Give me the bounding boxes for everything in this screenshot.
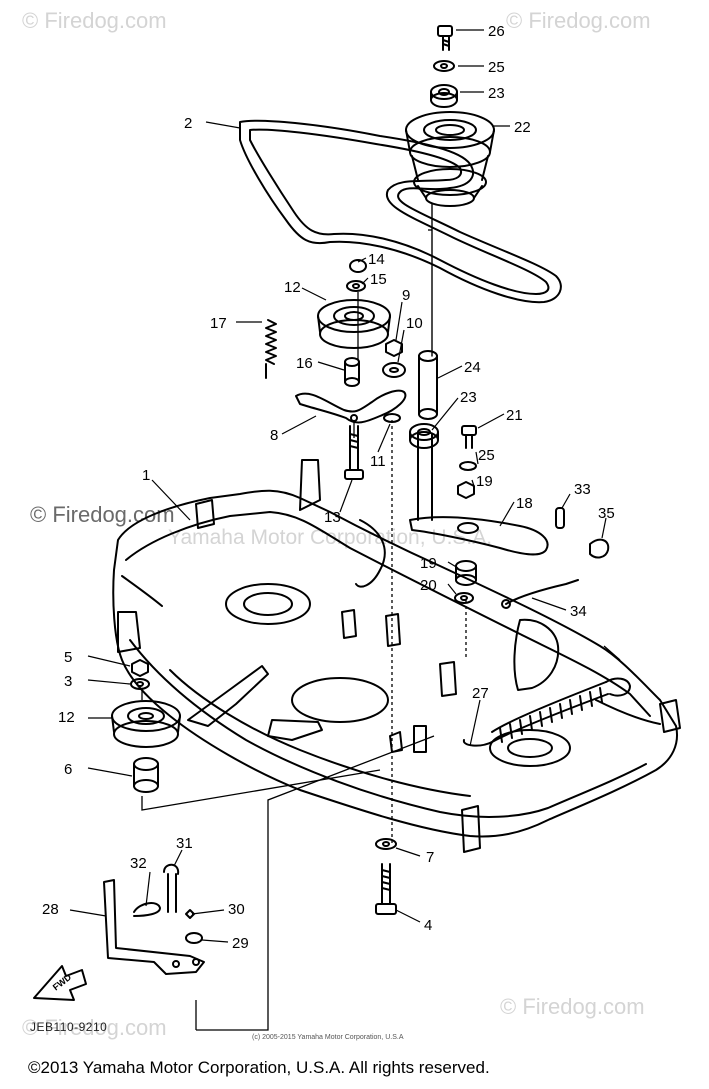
small-copyright: (c) 2005-2015 Yamaha Motor Corporation, …: [252, 1034, 404, 1041]
callout-22: 22: [514, 119, 531, 136]
callout-15: 15: [370, 271, 387, 288]
idler-pulley-upper: [317, 299, 391, 349]
callout-32: 32: [130, 855, 147, 872]
watermark-top-left: © Firedog.com: [22, 8, 167, 33]
callout-19-lower: 19: [420, 555, 437, 572]
callout-35: 35: [598, 505, 615, 522]
mower-deck: [112, 459, 681, 853]
top-bearing: [430, 84, 458, 108]
callout-4: 4: [424, 917, 432, 934]
arm-18: [409, 433, 549, 556]
callout-13: 13: [324, 509, 341, 526]
callout-23: 23: [488, 85, 505, 102]
spring-27: [462, 677, 631, 747]
v-belt: [239, 119, 562, 304]
callout-12-lower: 12: [58, 709, 75, 726]
fwd-arrow: [33, 965, 87, 1001]
callout-29: 29: [232, 935, 249, 952]
nut-5: [131, 659, 149, 677]
callout-1: 1: [142, 467, 150, 484]
spacer-6: [133, 757, 159, 793]
nut-19-lower: [455, 560, 477, 586]
top-pulley: [405, 111, 495, 207]
callout-28: 28: [42, 901, 59, 918]
callout-34: 34: [570, 603, 587, 620]
drawing-reference: JEB110-9210: [30, 1020, 108, 1034]
callout-7: 7: [426, 849, 434, 866]
watermark-mid-overlay: Yamaha Motor Corporation, U.S.A.: [168, 526, 493, 549]
callout-8: 8: [270, 427, 278, 444]
bolt-4: [375, 863, 397, 915]
spring-17: [265, 319, 277, 379]
watermark-bottom-right: © Firedog.com: [500, 994, 645, 1019]
callout-16: 16: [296, 355, 313, 372]
top-washer: [433, 60, 455, 72]
callout-20: 20: [420, 577, 437, 594]
idler-pulley-lower: [111, 700, 181, 748]
shaft-24: [418, 350, 438, 420]
callout-11: 11: [370, 453, 386, 470]
callout-25-lower: 25: [478, 447, 495, 464]
watermark-bottom-left: © Firedog.com: [22, 1015, 167, 1040]
spacer-16: [344, 357, 360, 387]
watermark-top-right: © Firedog.com: [506, 8, 651, 33]
callout-17: 17: [210, 315, 227, 332]
callout-2: 2: [184, 115, 192, 132]
callout-31: 31: [176, 835, 193, 852]
callout-30: 30: [228, 901, 245, 918]
callout-24: 24: [464, 359, 481, 376]
bolt-13: [344, 425, 364, 480]
top-bolt: [437, 25, 453, 51]
callout-6: 6: [64, 761, 72, 778]
callout-25: 25: [488, 59, 505, 76]
watermark-mid-left: © Firedog.com: [30, 502, 175, 527]
callout-19: 19: [476, 473, 493, 490]
callout-10: 10: [406, 315, 423, 332]
callout-12-upper: 12: [284, 279, 301, 296]
footer-copyright: ©2013 Yamaha Motor Corporation, U.S.A. A…: [28, 1058, 490, 1077]
callout-33: 33: [574, 481, 591, 498]
callout-26: 26: [488, 23, 505, 40]
lever-28: [103, 879, 205, 975]
callout-5: 5: [64, 649, 72, 666]
callout-21: 21: [506, 407, 523, 424]
callout-3: 3: [64, 673, 72, 690]
callout-23-lower: 23: [460, 389, 477, 406]
callout-27: 27: [472, 685, 489, 702]
bolt-21: [461, 425, 477, 449]
callout-14: 14: [368, 251, 385, 268]
callout-18: 18: [516, 495, 533, 512]
pin-31: [163, 863, 180, 913]
callout-9: 9: [402, 287, 410, 304]
bearing-23-lower: [409, 423, 439, 449]
